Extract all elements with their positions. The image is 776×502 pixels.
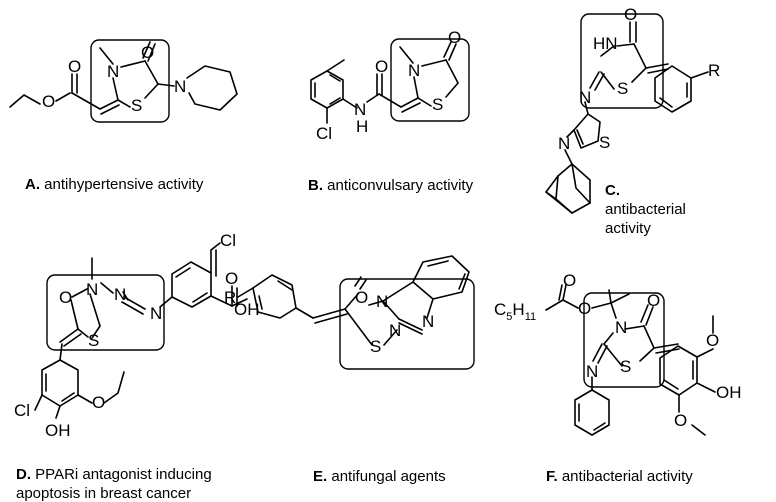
scaffold-box-d [46,274,165,351]
atom-d-n-imine: N [150,304,162,323]
atom-c-r: R [708,61,720,80]
caption-d-letter: D. [16,466,31,483]
caption-b-text: anticonvulsary activity [327,177,474,194]
caption-d-text: PPARi antagonist inducing [35,466,212,483]
atom-d-o-ether: O [92,393,105,412]
caption-c-text2: activity [605,220,651,237]
atom-f-c5h11: C5H11 [494,300,536,323]
atom-c-o-ketone: O [624,5,637,24]
atom-b-n-amide: N [354,100,366,119]
scaffold-box-f [583,292,665,388]
caption-b-letter: B. [308,177,323,194]
atom-c-n-imine: N [579,88,591,107]
atom-f-o-carbonyl: O [563,271,576,290]
caption-d: D. PPARi antagonist inducing apoptosis i… [16,465,212,502]
caption-f: F. antibacterial activity [546,467,693,486]
caption-e-letter: E. [313,468,328,485]
structure-a [9,39,238,123]
caption-f-text: antibacterial activity [561,468,693,485]
caption-a: A. antihypertensive activity [25,175,203,194]
atom-d-cl-top: Cl [220,231,236,250]
structure-d [34,242,248,419]
caption-e: E. antifungal agents [313,467,446,486]
atom-b-h-amide: H [356,117,368,136]
atom-a-o-ester: O [42,92,55,111]
atom-f-s-ring: S [620,357,631,376]
caption-c-letter: C. [605,182,620,199]
caption-a-text: antihypertensive activity [44,176,204,193]
structure-c [545,13,709,214]
atom-b-o-ketone: O [448,28,461,47]
atom-a-o-ketone: O [141,43,154,62]
atom-d-o-acid: O [225,269,238,288]
atom-b-n-ring: N [408,61,420,80]
scaffold-box-b [390,38,470,122]
atom-a-n-ring: N [107,62,119,81]
atom-d-n-ring: N [86,280,98,299]
caption-b: B. anticonvulsary activity [308,176,473,195]
atom-b-cl: Cl [316,124,332,143]
atom-f-o-methoxy-bottom: O [674,411,687,430]
caption-a-letter: A. [25,176,40,193]
atom-d-s-ring: S [88,331,99,350]
structure-b [310,38,470,124]
atom-d-n-exo: N [114,285,126,304]
scaffold-box-a [90,39,170,123]
structure-f [545,284,716,436]
atom-a-s-ring: S [131,96,142,115]
atom-e-n-ring: N [422,312,434,331]
atom-c-hn: HN [593,34,618,53]
atom-a-o-carbonyl: O [68,57,81,76]
caption-f-letter: F. [546,468,558,485]
atom-f-o-ester: O [578,299,591,318]
atom-d-cl-bottom: Cl [14,401,30,420]
caption-d-text2: apoptosis in breast cancer [16,485,192,502]
atom-d-oh-acid: OH [234,300,260,319]
scaffold-box-c [580,13,664,109]
atom-f-o-ketone: O [647,291,660,310]
atom-c-s-thiazole: S [599,133,610,152]
atom-a-n-piperidine: N [174,77,186,96]
caption-c: C. antibacterial activity [605,181,686,238]
atom-e-o-ketone: O [355,288,368,307]
atom-c-s-ring: S [617,79,628,98]
atom-d-oh-phenol: OH [45,421,71,440]
structure-e [237,255,475,370]
atom-d-o-ketone: O [59,288,72,307]
atom-e-s-ring: S [370,337,381,356]
atom-c-n-thiazole: N [558,134,570,153]
atom-f-n-imine: N [586,362,598,381]
atom-b-o-amide: O [375,57,388,76]
atom-b-s-ring: S [432,95,443,114]
scaffold-box-e [339,278,475,370]
atom-f-oh: OH [716,383,742,402]
caption-c-text: antibacterial [605,201,686,218]
atom-f-n-ring: N [615,318,627,337]
atom-e-r: R [224,288,236,307]
atom-e-n-bridge: N [376,292,388,311]
caption-e-text: antifungal agents [331,468,446,485]
atom-f-o-methoxy-top: O [706,331,719,350]
atom-e-n-imine: N [389,321,401,340]
